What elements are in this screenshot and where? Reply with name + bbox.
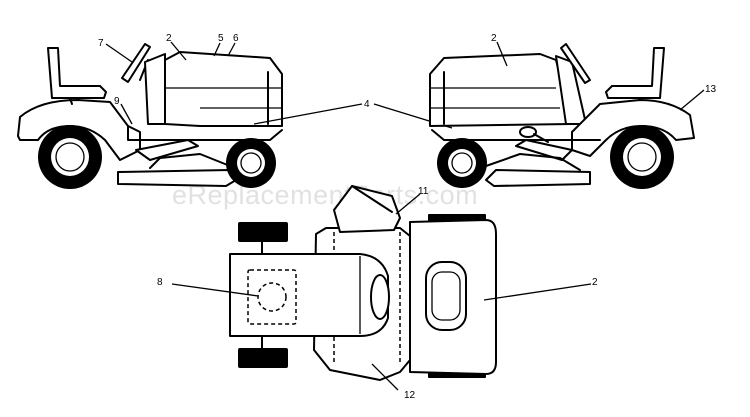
leaders-right-view [496,41,705,111]
tractor-left-side-view [17,43,283,189]
callout-2-top: 2 [592,277,598,288]
callout-11: 11 [418,186,429,197]
callout-7: 7 [98,38,104,49]
callout-2-left: 2 [166,33,172,44]
tractor-right-side-view [429,43,695,189]
callout-9: 9 [114,96,120,107]
tractor-top-view [229,185,497,381]
callout-4: 4 [364,99,370,110]
leaders-top-view [171,193,592,391]
callout-12: 12 [404,390,416,401]
callout-5: 5 [218,33,224,44]
callout-8: 8 [157,277,163,288]
callout-2-right: 2 [491,33,497,44]
callout-6: 6 [233,33,239,44]
callout-13: 13 [705,84,717,95]
